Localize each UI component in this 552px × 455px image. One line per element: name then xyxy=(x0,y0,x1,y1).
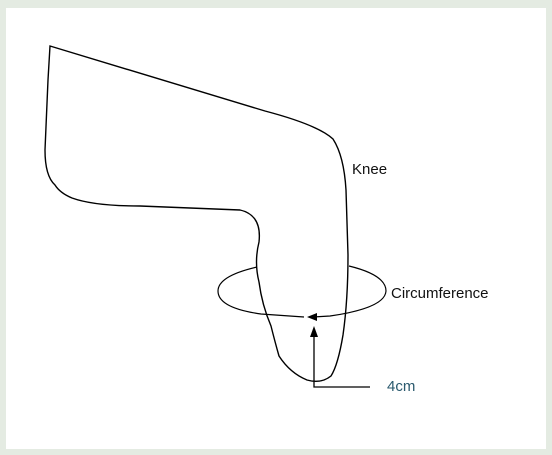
measure-leader-line xyxy=(313,334,370,388)
circumference-loop xyxy=(217,266,305,318)
circumference-loop-right xyxy=(312,265,387,318)
knee-label: Knee xyxy=(352,161,387,178)
knee-diagram: Knee Circumference 4cm xyxy=(44,45,489,395)
diagram-panel: Knee Circumference 4cm xyxy=(6,8,546,449)
circumference-arrowhead xyxy=(307,313,317,321)
circumference-label: Circumference xyxy=(391,285,489,302)
limb-outline xyxy=(44,45,349,383)
measure-arrowhead xyxy=(310,326,318,337)
measure-label: 4cm xyxy=(387,378,415,395)
